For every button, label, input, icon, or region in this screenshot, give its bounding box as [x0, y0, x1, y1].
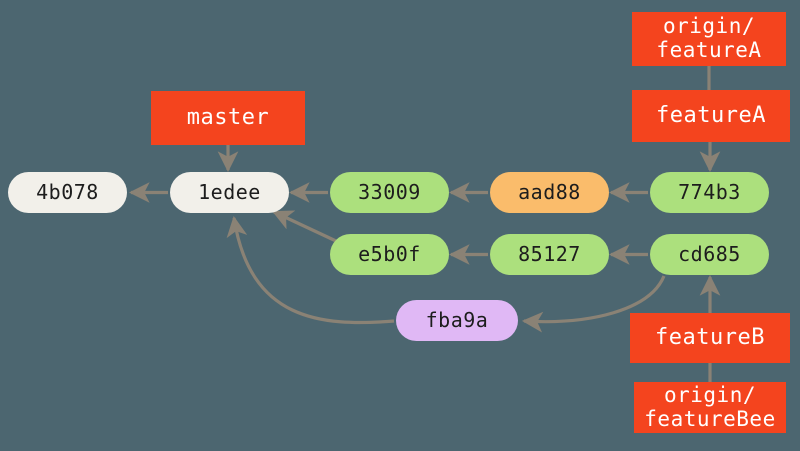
branch-label-text: master	[186, 104, 270, 130]
commit-label: cd685	[678, 242, 741, 267]
branch-label-featureB[interactable]: featureB	[630, 313, 790, 363]
commit-node-e5b0f[interactable]: e5b0f	[330, 234, 449, 275]
remote-branch-label-text: origin/ featureBee	[644, 382, 776, 431]
commit-label: 85127	[518, 242, 581, 267]
commit-label: e5b0f	[358, 242, 421, 267]
commit-node-cd685[interactable]: cd685	[650, 234, 769, 275]
commit-node-33009[interactable]: 33009	[330, 172, 449, 213]
commit-label: 4b078	[36, 180, 99, 205]
commit-node-1edee[interactable]: 1edee	[170, 172, 289, 213]
commit-label: 1edee	[198, 180, 261, 205]
edge-e5b0f-1edee	[272, 210, 337, 243]
branch-label-master[interactable]: master	[151, 91, 305, 145]
branch-label-text: featureB	[655, 324, 765, 350]
remote-branch-label-origin-featureA[interactable]: origin/ featureA	[632, 12, 786, 66]
branch-label-featureA[interactable]: featureA	[632, 90, 790, 142]
commit-label: 33009	[358, 180, 421, 205]
commit-label: fba9a	[425, 308, 489, 333]
commit-label: aad88	[518, 180, 581, 205]
commit-node-4b078[interactable]: 4b078	[8, 172, 127, 213]
remote-branch-label-text: origin/ featureA	[656, 14, 762, 62]
commit-node-774b3[interactable]: 774b3	[650, 172, 769, 213]
branch-label-text: featureA	[656, 102, 766, 128]
remote-branch-label-origin-featureBee[interactable]: origin/ featureBee	[634, 382, 786, 433]
commit-node-aad88[interactable]: aad88	[490, 172, 609, 213]
commit-node-fba9a[interactable]: fba9a	[396, 300, 518, 341]
commit-node-85127[interactable]: 85127	[490, 234, 609, 275]
commit-label: 774b3	[678, 180, 741, 205]
